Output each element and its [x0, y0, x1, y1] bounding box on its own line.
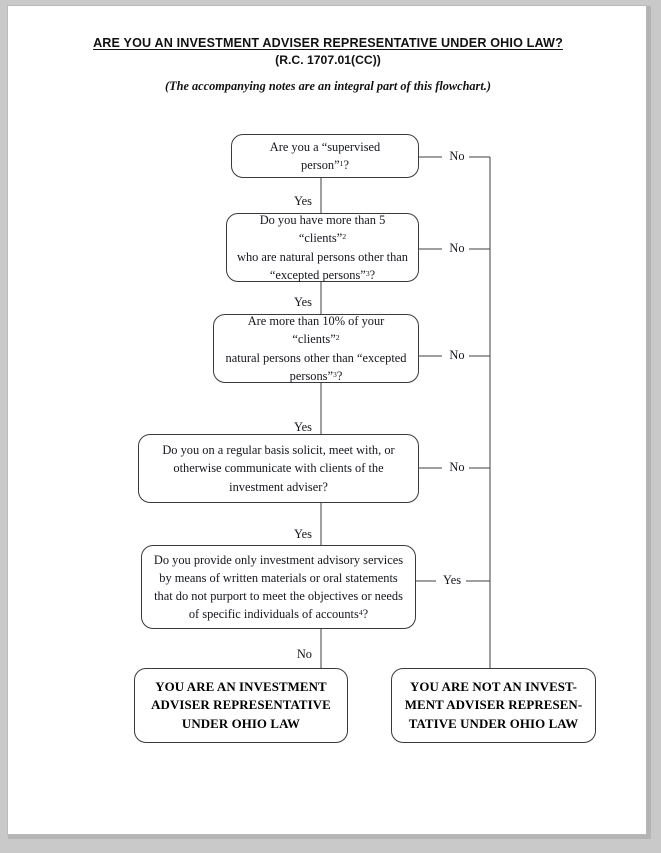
document-page: ARE YOU AN INVESTMENT ADVISER REPRESENTA… — [7, 5, 647, 835]
edge-label-q4-no: No — [449, 460, 465, 474]
edge-label-q3-yes: Yes — [293, 420, 312, 434]
terminal-node-result-no[interactable]: YOU ARE NOT AN INVEST-MENT ADVISER REPRE… — [391, 668, 596, 743]
page-title: ARE YOU AN INVESTMENT ADVISER REPRESENTA… — [93, 36, 563, 50]
edge-label-q5-no: No — [296, 647, 312, 661]
edge-label-q4-yes: Yes — [293, 527, 312, 541]
terminal-node-result-no-text: YOU ARE NOT AN INVEST-MENT ADVISER REPRE… — [404, 679, 583, 731]
edge-label-q2-no: No — [449, 241, 465, 255]
decision-node-q4[interactable]: Do you on a regular basis solicit, meet … — [138, 434, 419, 503]
decision-node-q5-text: Do you provide only investment advisory … — [153, 552, 404, 622]
page-subtitle: (R.C. 1707.01(CC)) — [275, 53, 381, 67]
document-header: ARE YOU AN INVESTMENT ADVISER REPRESENTA… — [8, 36, 646, 94]
decision-node-q4-text: Do you on a regular basis solicit, meet … — [162, 443, 395, 494]
edge-label-q3-no: No — [449, 348, 465, 362]
edge-label-q5-yes: Yes — [442, 573, 462, 587]
decision-node-q5[interactable]: Do you provide only investment advisory … — [141, 545, 416, 629]
edge-label-q1-yes: Yes — [293, 194, 312, 208]
flowchart-note: (The accompanying notes are an integral … — [165, 79, 491, 93]
edge-label-q2-yes: Yes — [293, 295, 312, 309]
edge-label-q1-no: No — [449, 149, 465, 163]
